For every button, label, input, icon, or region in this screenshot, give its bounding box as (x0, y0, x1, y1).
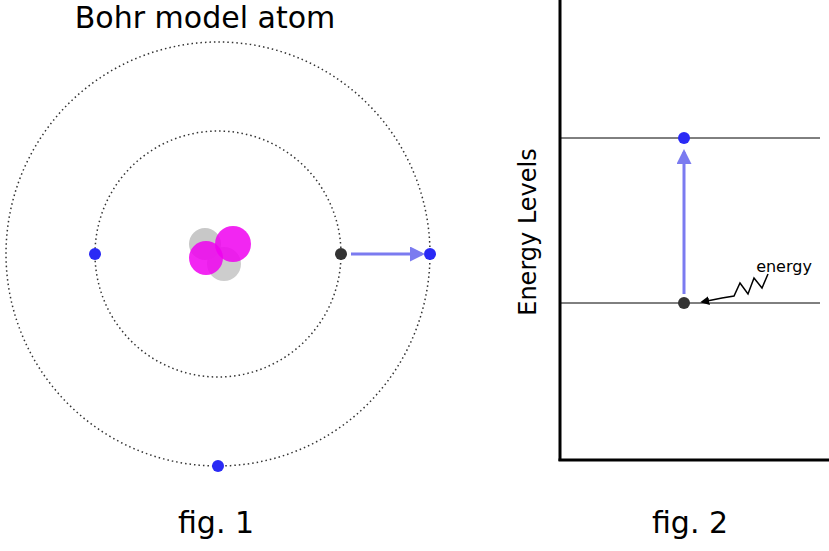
figure-caption: fig. 2 (652, 506, 728, 539)
figure-caption: fig. 1 (178, 506, 254, 539)
electron (212, 460, 224, 472)
electron (678, 132, 690, 144)
electron (89, 248, 101, 260)
nucleus (189, 226, 251, 281)
transition-arrow (351, 253, 422, 256)
electron (678, 297, 690, 309)
outer-orbit (6, 42, 430, 466)
figure-title: Bohr model atom (75, 1, 336, 34)
photon-squiggle (702, 274, 768, 302)
axis (559, 0, 562, 461)
electron (335, 248, 347, 260)
transition-arrow (683, 152, 686, 294)
axis-label: Energy Levels (515, 148, 541, 316)
inner-orbit (95, 131, 341, 377)
electron (424, 248, 436, 260)
axis (559, 459, 829, 462)
energy-diagram (559, 0, 829, 461)
annotation: energy (756, 258, 812, 276)
bohr-atom (6, 42, 436, 472)
